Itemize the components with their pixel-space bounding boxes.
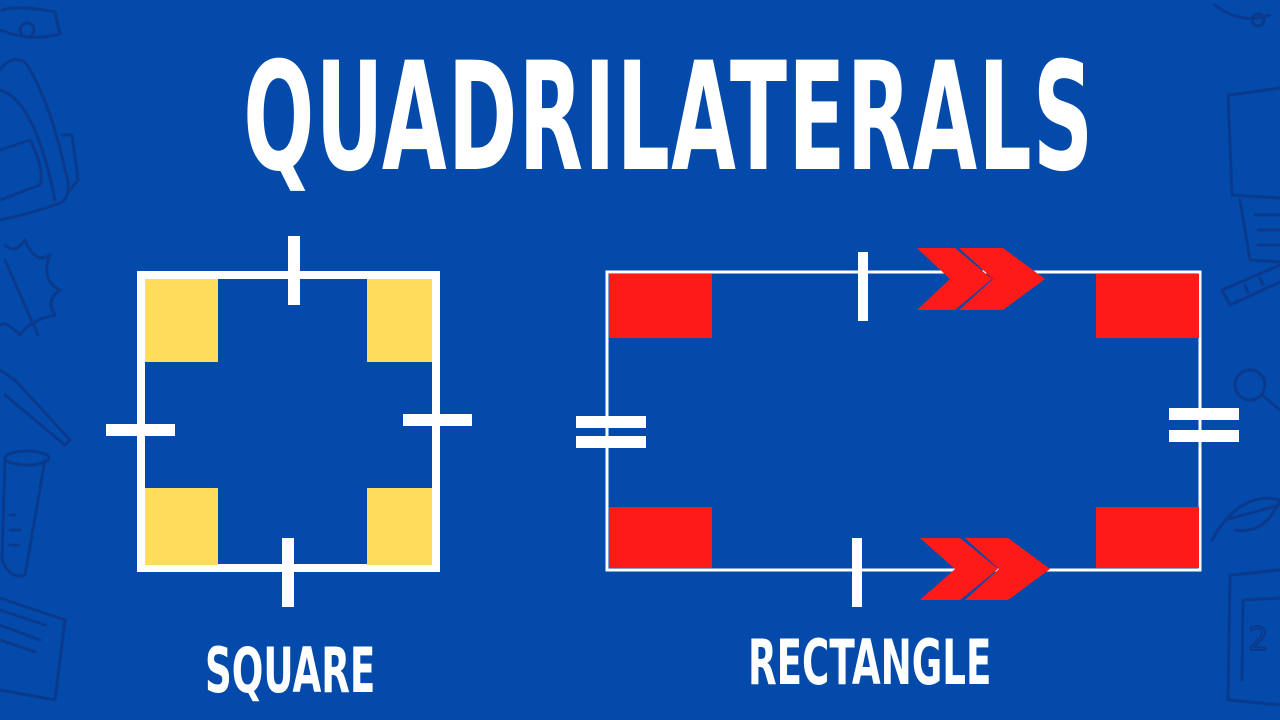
leaf-icon [1210, 496, 1280, 542]
leaf-icon [0, 238, 62, 337]
tick-mark-right [403, 414, 472, 426]
double-tick-right-1 [1169, 408, 1239, 420]
pen-icon [0, 368, 72, 447]
chalkboard-icon: 2 [1226, 568, 1280, 707]
page-title: QUADRILATERALS [243, 31, 1095, 205]
parallel-arrows-top-icon [917, 248, 1045, 310]
double-tick-left-1 [576, 416, 646, 428]
square-label: SQUARE [205, 634, 376, 707]
rectangle-label: RECTANGLE [748, 626, 992, 699]
backpack-icon [0, 58, 80, 222]
double-tick-left-2 [576, 436, 646, 448]
tick-mark-top [858, 252, 868, 321]
square-corner-top-right [367, 279, 432, 362]
scissors-icon [1233, 368, 1280, 412]
svg-text:2: 2 [1248, 620, 1268, 658]
square-corner-top-left [145, 279, 218, 362]
rectangle-corner-bottom-left [609, 507, 712, 568]
tick-mark-bottom [852, 538, 862, 607]
ruler-icon [1220, 263, 1280, 307]
square-corner-bottom-left [145, 488, 218, 565]
book-icon [0, 596, 67, 702]
square-figure [106, 236, 472, 607]
rectangle-corner-top-right [1096, 274, 1199, 338]
tick-mark-left [106, 424, 175, 436]
square-corner-bottom-right [367, 488, 432, 565]
bell-icon [0, 6, 62, 39]
laptop-icon [1226, 86, 1280, 264]
tick-mark-bottom [282, 538, 294, 607]
test-tube-icon [0, 449, 51, 578]
bell-icon [1213, 3, 1272, 28]
rectangle-corner-bottom-right [1096, 507, 1199, 568]
tick-mark-top [288, 236, 300, 305]
parallel-arrows-bottom-icon [920, 538, 1050, 600]
double-tick-right-2 [1169, 430, 1239, 442]
rectangle-figure [576, 248, 1239, 607]
rectangle-corner-top-left [609, 274, 712, 338]
